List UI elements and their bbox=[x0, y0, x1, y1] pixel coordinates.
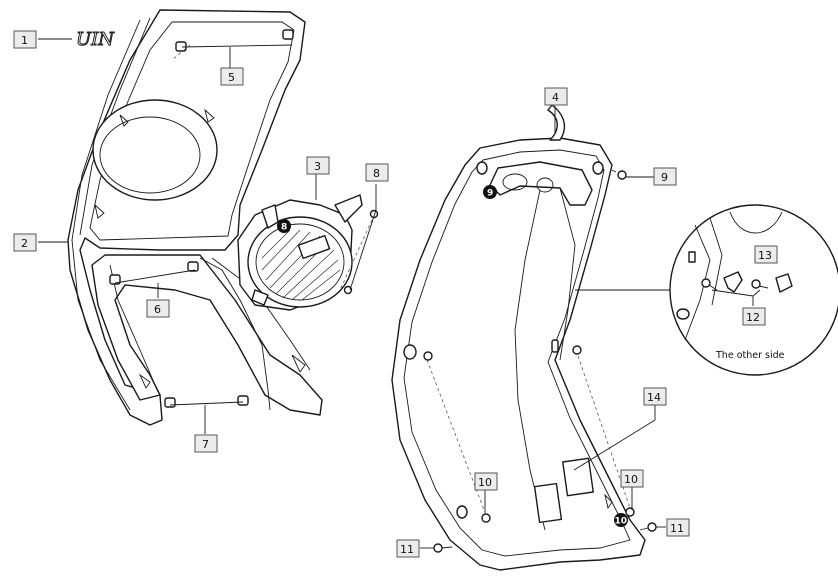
logo-text: UIN bbox=[76, 29, 115, 50]
clip-screw bbox=[701, 278, 718, 291]
callout-4-label: 4 bbox=[552, 91, 559, 104]
callout-2-label: 2 bbox=[21, 237, 28, 250]
marker-9-label: 9 bbox=[487, 189, 493, 199]
callout-3: 3 bbox=[306, 156, 330, 175]
callout-14-label: 14 bbox=[647, 391, 661, 404]
marker-8-label: 8 bbox=[281, 223, 287, 233]
callout-12-label: 12 bbox=[746, 311, 760, 324]
callout-4: 4 bbox=[544, 87, 568, 106]
callout-11b-label: 11 bbox=[670, 522, 684, 535]
screw-8b bbox=[343, 285, 353, 295]
callout-13-label: 13 bbox=[758, 249, 772, 262]
screw-10b bbox=[625, 507, 635, 517]
inner-cover-part-4 bbox=[391, 104, 646, 571]
callout-9: 9 bbox=[653, 167, 677, 186]
screw-9 bbox=[611, 169, 627, 180]
clip-part-2 bbox=[775, 273, 793, 293]
callout-10b: 10 bbox=[620, 469, 644, 488]
marker-10-label: 10 bbox=[615, 517, 628, 527]
fasteners bbox=[343, 169, 657, 553]
callout-11b: 11 bbox=[666, 518, 690, 537]
callout-12: 12 bbox=[742, 307, 766, 326]
callout-7-label: 7 bbox=[202, 438, 209, 451]
inset-detail-the-other-side: The other side bbox=[669, 204, 838, 376]
callout-6-label: 6 bbox=[154, 303, 161, 316]
marker-10: 10 bbox=[614, 513, 628, 527]
callout-10a: 10 bbox=[474, 472, 498, 491]
front-cover-part-2 bbox=[67, 9, 323, 426]
callout-6: 6 bbox=[146, 299, 170, 318]
callout-3-label: 3 bbox=[314, 160, 321, 173]
screw-right-mid bbox=[572, 345, 582, 355]
screw-11b bbox=[639, 522, 657, 532]
clip-screw-2 bbox=[751, 279, 769, 289]
screw-10a bbox=[481, 513, 491, 523]
callout-1: 1 bbox=[13, 30, 37, 49]
screw-left-mid bbox=[423, 351, 433, 361]
callout-10b-label: 10 bbox=[624, 473, 638, 486]
callout-13: 13 bbox=[754, 245, 778, 264]
marker-9: 9 bbox=[483, 185, 497, 199]
marker-8: 8 bbox=[277, 219, 291, 233]
callout-1-label: 1 bbox=[21, 34, 28, 47]
callout-10a-label: 10 bbox=[478, 476, 492, 489]
callout-14: 14 bbox=[643, 387, 667, 406]
uin-logo-part-1: UIN bbox=[76, 29, 116, 51]
callout-7: 7 bbox=[194, 434, 218, 453]
callout-11a: 11 bbox=[396, 539, 420, 558]
callout-8-label: 8 bbox=[373, 167, 380, 180]
callout-5-label: 5 bbox=[228, 71, 235, 84]
clip-part bbox=[723, 271, 743, 293]
callout-8: 8 bbox=[365, 163, 389, 182]
callout-9-label: 9 bbox=[661, 171, 668, 184]
callout-11a-label: 11 bbox=[400, 543, 414, 556]
speaker-part-3 bbox=[237, 194, 363, 311]
callout-5: 5 bbox=[220, 67, 244, 86]
callout-2: 2 bbox=[13, 233, 37, 252]
inset-caption: The other side bbox=[715, 350, 785, 361]
screw-11a bbox=[433, 543, 453, 553]
